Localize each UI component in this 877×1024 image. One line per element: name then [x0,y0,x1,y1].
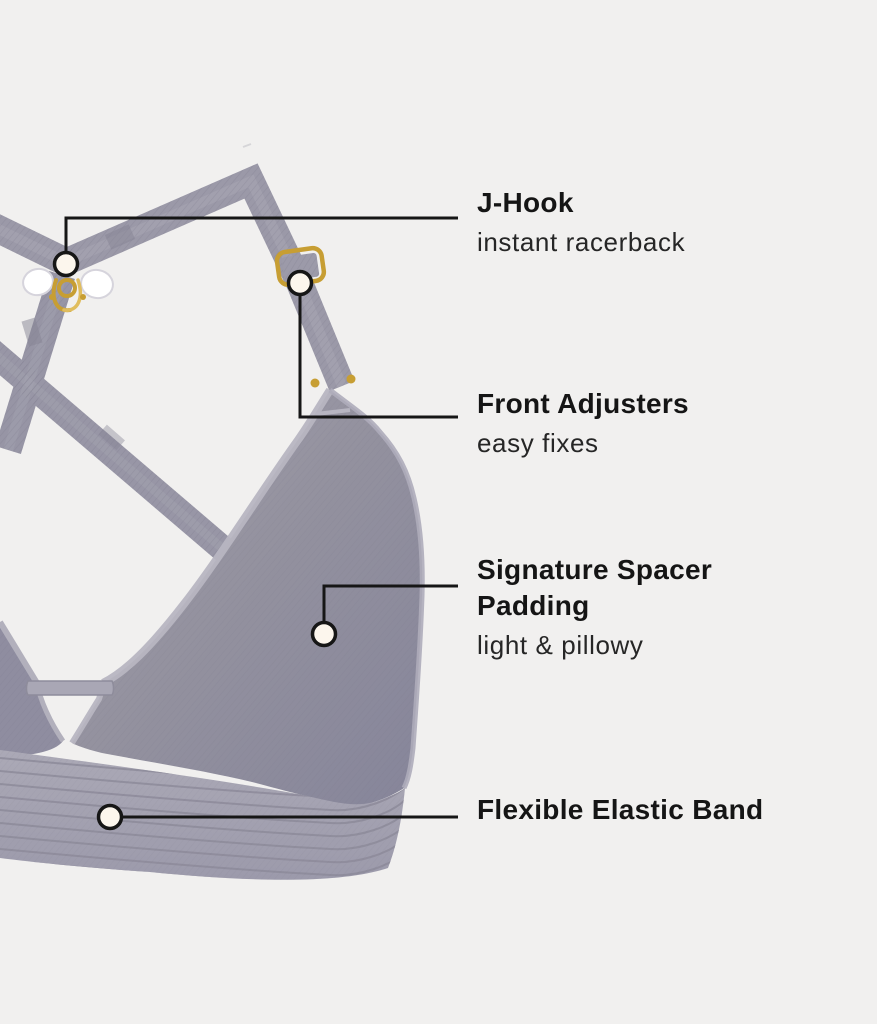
racerback-straps [0,163,355,570]
center-bridge-strap [25,680,115,696]
callout-line-front-adjusters [298,295,458,419]
elastic-band [0,750,405,880]
j-hook-hardware [22,267,114,313]
gold-ring-left [310,378,320,388]
feature-label-front-adjusters: Front Adjusters easy fixes [477,386,689,460]
feature-title: Front Adjusters [477,388,689,419]
feature-label-spacer-padding: Signature Spacer Padding light & pillowy [477,552,717,662]
marker-front-adjusters [286,269,314,297]
callout-front-adjusters [286,269,458,419]
strap-bartack [21,317,43,347]
callout-elastic-band [96,803,458,831]
feature-title: J-Hook [477,187,574,218]
callout-line-spacer-padding [322,584,458,622]
feature-subtitle: light & pillowy [477,630,644,660]
gold-j-hook [57,278,77,298]
strap-ring-left [22,267,54,297]
strap-bartack [104,224,136,250]
gold-ring-right [346,374,356,384]
marker-spacer-padding [310,620,338,648]
cup-side-trim [328,388,425,790]
strap-ring-right [80,268,114,300]
feature-subtitle: easy fixes [477,428,599,458]
callout-spacer-padding [310,584,458,648]
right-cup [69,387,425,807]
stray-thread [242,143,252,148]
feature-title: Flexible Elastic Band [477,794,764,825]
feature-subtitle: instant racerback [477,227,686,257]
feature-label-elastic-band: Flexible Elastic Band [477,792,763,828]
marker-elastic-band [96,803,124,831]
cup-neckline-trim [101,387,334,687]
feature-label-j-hook: J-Hook instant racerback [477,185,685,259]
callout-line-j-hook [64,216,458,252]
callout-j-hook [52,216,458,278]
strap-bartack [98,424,125,451]
feature-title: Signature Spacer Padding [477,554,713,621]
marker-j-hook [52,250,80,278]
left-cup-trim [0,620,40,685]
cup-apex-seam [315,408,351,416]
